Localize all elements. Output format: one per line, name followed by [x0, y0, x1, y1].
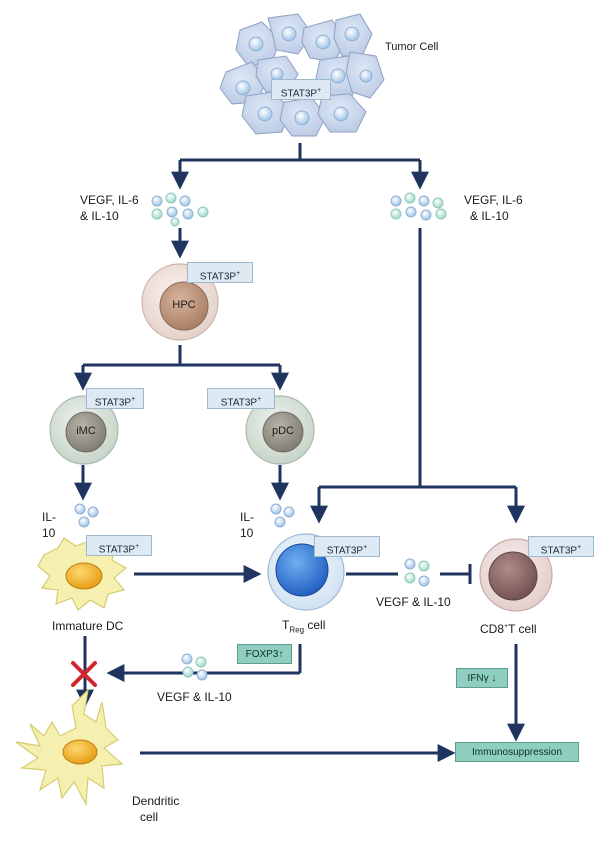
imc-stat3p-tag: STAT3P+ [86, 388, 144, 409]
cytokines-right-line1: VEGF, IL-6 [464, 193, 523, 207]
il10-mid-line1: IL- [240, 510, 255, 524]
pdc-stat3p-tag: STAT3P+ [207, 388, 275, 409]
tumor-stat3p-sup: + [317, 87, 322, 94]
vegf-il10-beads-bottom [181, 653, 208, 681]
imc-cell [49, 395, 119, 465]
hpc-label: HPC [172, 299, 196, 311]
block-x-icon [71, 661, 97, 687]
treg-label-pre: T [282, 618, 290, 632]
vegf-il10-beads-right [404, 558, 430, 587]
treg-label-sub: Reg [289, 625, 305, 635]
hpc-stat3p-text: STAT3P [199, 271, 237, 283]
cd8-t-cell [479, 538, 553, 612]
immature-dc-stat3p-sup: + [135, 543, 140, 550]
immature-dc-cell [37, 537, 128, 611]
cd8-label-pre: CD8 [480, 622, 505, 636]
hpc-stat3p-sup: + [236, 270, 241, 277]
imc-stat3p-sup: + [131, 396, 136, 403]
treg-cell [267, 533, 345, 611]
cd8-label-post: T cell [508, 622, 537, 636]
tumor-stat3p-text: STAT3P [280, 88, 318, 100]
treg-stat3p-sup: + [363, 544, 368, 551]
immature-dc-stat3p-tag: STAT3P+ [86, 535, 152, 556]
imc-label: iMC [76, 425, 96, 437]
cytokines-left-line2: & IL-10 [80, 209, 119, 223]
immature-dc-label: Immature DC [52, 619, 124, 633]
immature-dc-stat3p-text: STAT3P [98, 544, 136, 556]
il10-beads-left [74, 503, 99, 528]
cytokines-left-line1: VEGF, IL-6 [80, 193, 139, 207]
tumor-cell-cluster [219, 13, 385, 137]
pdc-stat3p-text: STAT3P [220, 397, 258, 409]
cd8-stat3p-sup: + [577, 544, 582, 551]
il10-mid-line2: 10 [240, 526, 254, 540]
treg-cell-label: TReg cell [282, 618, 325, 637]
cd8-stat3p-tag: STAT3P+ [528, 536, 594, 557]
cytokine-beads-right [390, 192, 447, 221]
treg-label-post: cell [304, 618, 326, 632]
vegf-il10-bottom-label: VEGF & IL-10 [157, 690, 232, 704]
cd8-stat3p-text: STAT3P [540, 545, 578, 557]
ifng-badge: IFNγ ↓ [456, 668, 508, 688]
foxp3-badge: FOXP3↑ [237, 644, 292, 664]
cd8-label-sup: + [504, 623, 509, 630]
pdc-label: pDC [271, 425, 294, 437]
treg-stat3p-text: STAT3P [326, 545, 364, 557]
dendritic-cell-label-line2: cell [140, 810, 159, 824]
cd8-cell-label: CD8+T cell [480, 619, 537, 637]
il10-left-line1: IL- [42, 510, 57, 524]
hpc-cell [141, 263, 219, 341]
il10-beads-mid [270, 503, 295, 528]
il10-left-line2: 10 [42, 526, 56, 540]
immunosuppression-box: Immunosuppression [455, 742, 579, 762]
tumor-stat3p-tag: STAT3P+ [271, 79, 331, 100]
treg-stat3p-tag: STAT3P+ [314, 536, 380, 557]
tumor-cell-label: Tumor Cell [385, 41, 439, 53]
pdc-stat3p-sup: + [257, 396, 262, 403]
dendritic-cell-label-line1: Dendritic [132, 794, 180, 808]
vegf-il10-right-label: VEGF & IL-10 [376, 595, 451, 609]
hpc-stat3p-tag: STAT3P+ [187, 262, 253, 283]
cytokine-beads-left [151, 192, 209, 227]
dendritic-cell [15, 688, 124, 807]
pdc-cell [245, 395, 315, 465]
imc-stat3p-text: STAT3P [94, 397, 132, 409]
cytokines-right-line2: & IL-10 [470, 209, 509, 223]
